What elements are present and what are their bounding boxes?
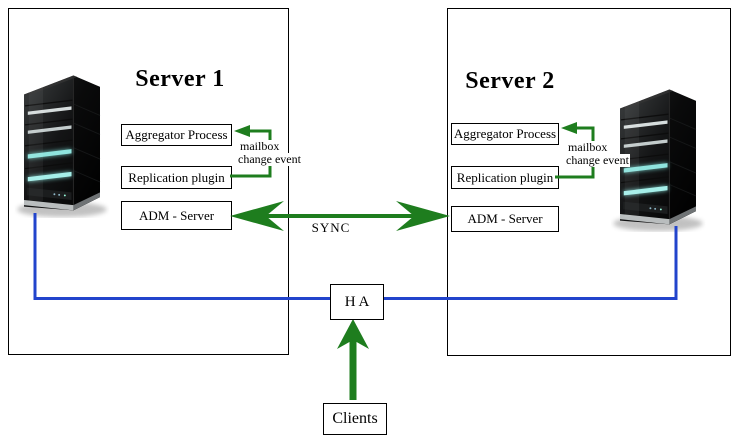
clients-label: Clients	[332, 410, 378, 427]
sync-label: SYNC	[311, 220, 351, 235]
server1-replication-plugin-box: Replication plugin	[121, 166, 232, 189]
server2-panel	[447, 8, 731, 356]
server2-replication-plugin-box: Replication plugin	[451, 166, 559, 189]
server1-aggregator-process-box: Aggregator Process	[121, 124, 232, 146]
server1-event-label-line2: change event	[237, 152, 302, 166]
sync-arrowhead-right-icon	[396, 201, 450, 231]
clients-box: Clients	[323, 403, 387, 435]
server2-aggregator-process-box: Aggregator Process	[451, 123, 559, 145]
ha-box: H A	[330, 284, 384, 320]
server1-adm-server-box: ADM - Server	[121, 201, 232, 230]
server2-event-label-line2: change event	[565, 153, 630, 167]
server2-title: Server 2	[465, 68, 555, 94]
server1-title: Server 1	[135, 66, 225, 92]
server1-panel	[8, 8, 289, 355]
ha-label: H A	[344, 293, 370, 310]
server2-adm-server-box: ADM - Server	[451, 206, 559, 232]
clients-arrowhead-icon	[337, 319, 369, 349]
server-tower-icon	[14, 66, 110, 218]
